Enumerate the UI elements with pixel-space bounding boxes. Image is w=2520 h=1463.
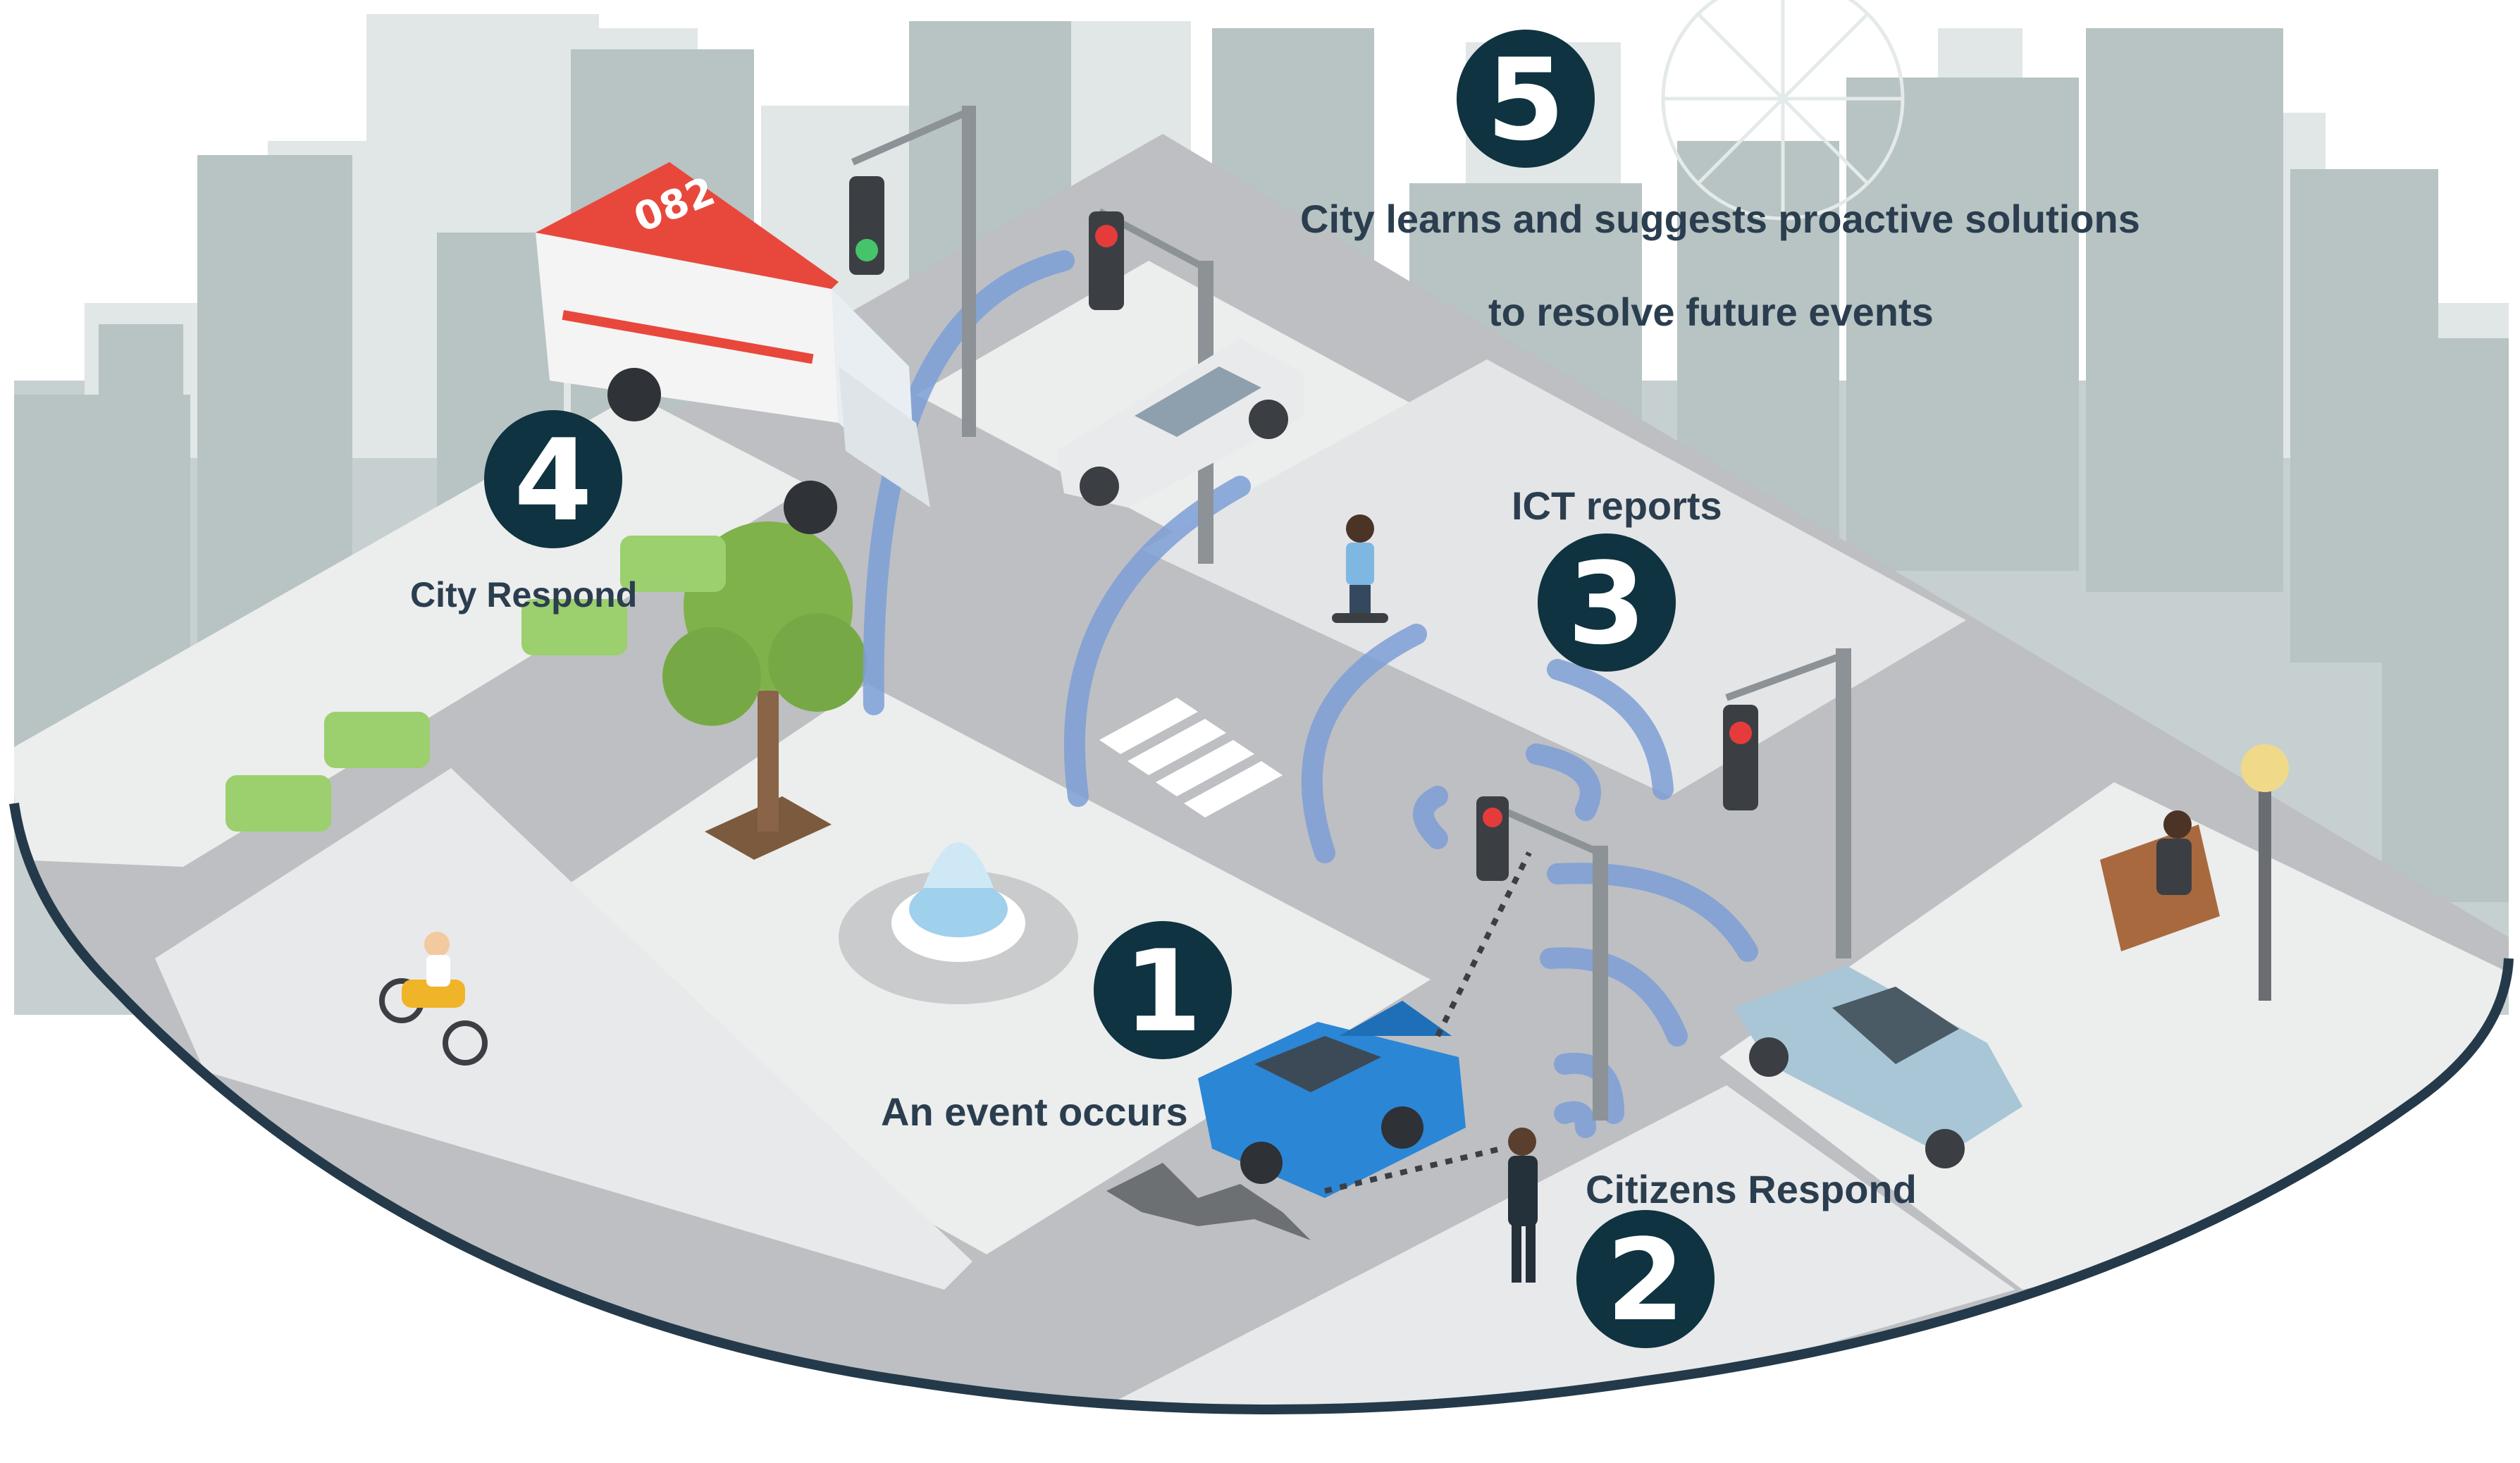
step-badge-3: 3 [1538, 533, 1676, 672]
step-label-4: City Respond [410, 575, 638, 615]
step-label-1: An event occurs [881, 1089, 1188, 1134]
step-number-1: 1 [1123, 925, 1202, 1057]
lightblue-car [1734, 965, 2022, 1168]
step-badge-2: 2 [1576, 1210, 1715, 1348]
block-bottom-right [1099, 1085, 2015, 1409]
hedges [226, 536, 726, 832]
report-lines [1324, 851, 1532, 1194]
traffic-light-top-left [849, 106, 976, 437]
step-badge-4: 4 [484, 410, 622, 548]
crashed-car [1106, 1001, 1466, 1240]
step-label-5-line2: to resolve future events [1488, 290, 1934, 334]
step-number-4: 4 [514, 414, 592, 546]
step-badge-1: 1 [1094, 921, 1232, 1059]
frame-outline [9, 803, 2514, 1414]
citizen-with-phone [1508, 1128, 1538, 1283]
step-label-3: ICT reports [1512, 483, 1722, 528]
crosswalk [1099, 698, 1283, 817]
fountain [839, 842, 1078, 1004]
block-bottom-left [155, 768, 972, 1290]
cyclist [379, 932, 488, 1066]
white-car [1057, 338, 1304, 507]
traffic-light-center [1476, 796, 1608, 1121]
traffic-light-right [1723, 648, 1851, 958]
step-number-2: 2 [1606, 1214, 1684, 1346]
step-label-5-line1: City learns and suggests proactive solut… [1300, 197, 2140, 241]
street-lamp [2241, 744, 2289, 1001]
traffic-light-top-center [1089, 208, 1213, 564]
step-badge-5: 5 [1457, 30, 1595, 168]
ferris-wheel [1661, 0, 1905, 221]
bench-with-person [2100, 810, 2220, 951]
step-number-5: 5 [1486, 34, 1564, 166]
step-number-3: 3 [1567, 538, 1645, 669]
skateboarder [1332, 514, 1388, 623]
ambulance: 082 [536, 162, 930, 534]
step-label-2: Citizens Respond [1586, 1167, 1917, 1211]
